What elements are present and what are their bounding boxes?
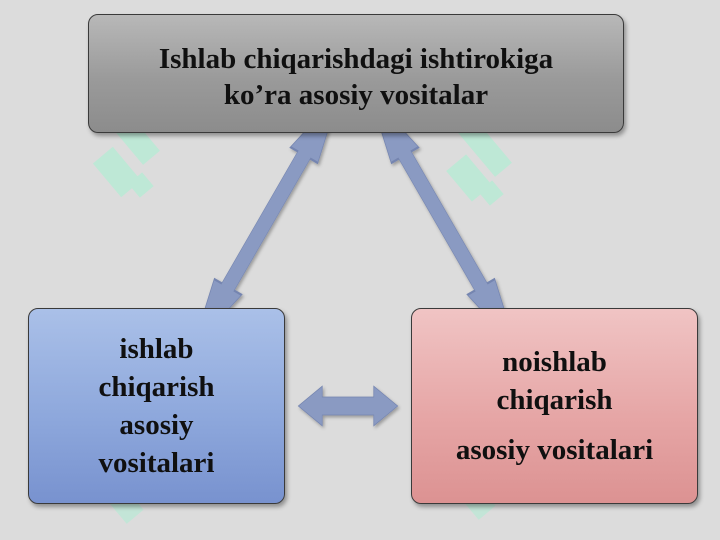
arrow-top-left (191, 92, 341, 350)
node-non-production-assets-line-3: asosiy vositalari (455, 434, 654, 466)
arrow-left-right (297, 385, 399, 427)
node-production-assets: ishlab chiqarish asosiy vositalari (28, 308, 285, 504)
node-non-production-assets-line-2: chiqarish (496, 384, 613, 416)
node-non-production-assets-line-1: noishlab (502, 346, 607, 378)
node-main-category-line-2: ko’ra asosiy vositalar (223, 78, 489, 111)
node-production-assets-line-1: ishlab (119, 333, 194, 365)
node-production-assets-line-3: asosiy (119, 409, 194, 441)
node-production-assets-line-2: chiqarish (98, 371, 215, 403)
node-main-category-line-1: Ishlab chiqarishdagi ishtirokiga (158, 42, 554, 75)
node-main-category: Ishlab chiqarishdagi ishtirokiga ko’ra a… (88, 14, 624, 133)
node-production-assets-line-4: vositalari (98, 447, 215, 479)
node-non-production-assets: noishlab chiqarish asosiy vositalari (411, 308, 698, 504)
arrow-top-right (368, 92, 518, 350)
